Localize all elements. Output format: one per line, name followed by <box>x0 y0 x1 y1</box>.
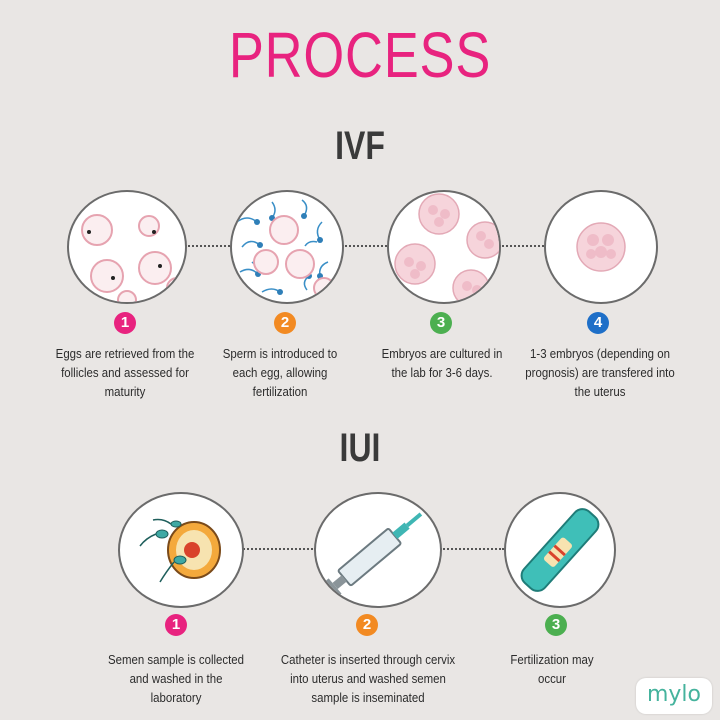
ivf-step-3-badge: 3 <box>430 312 452 334</box>
pregnancy-test-image <box>504 492 616 608</box>
iui-step-3-badge: 3 <box>545 614 567 636</box>
eggs-retrieved-image <box>67 190 187 304</box>
semen-sample-image <box>118 492 244 608</box>
ivf-step-1-text: Eggs are retrieved from the follicles an… <box>55 346 195 399</box>
step-number: 4 <box>593 314 603 331</box>
iui-step-2-badge: 2 <box>356 614 378 636</box>
connector-dots <box>440 548 504 550</box>
catheter-image <box>314 492 442 608</box>
step-number: 3 <box>551 616 561 633</box>
ivf-step-3-text: Embryos are cultured in the lab for 3-6 … <box>381 346 503 380</box>
step-number: 1 <box>120 314 130 331</box>
iui-step-3-text: Fertilization may occur <box>510 652 594 686</box>
step-number: 2 <box>280 314 290 331</box>
embryo-transfer-image <box>544 190 658 304</box>
iui-step-1-badge: 1 <box>165 614 187 636</box>
step-number: 3 <box>436 314 446 331</box>
connector-dots <box>499 245 547 247</box>
connector-dots <box>240 548 316 550</box>
iui-step-2-text: Catheter is inserted through cervix into… <box>280 652 456 705</box>
step-number: 1 <box>171 616 181 633</box>
step-number: 2 <box>362 616 372 633</box>
ivf-step-4-text: 1-3 embryos (depending on prognosis) are… <box>525 346 675 399</box>
embryos-cultured-image <box>387 190 501 304</box>
mylo-logo: mylo <box>636 678 712 714</box>
ivf-step-1-badge: 1 <box>114 312 136 334</box>
ivf-step-2-text: Sperm is introduced to each egg, allowin… <box>222 346 338 399</box>
ivf-step-2-badge: 2 <box>274 312 296 334</box>
iui-step-1-text: Semen sample is collected and washed in … <box>107 652 245 705</box>
ivf-heading: IVF <box>335 124 385 168</box>
ivf-step-4-badge: 4 <box>587 312 609 334</box>
page-title: PROCESS <box>228 19 492 91</box>
connector-dots <box>185 245 233 247</box>
sperm-introduced-image <box>230 190 344 304</box>
iui-heading: IUI <box>339 426 381 470</box>
connector-dots <box>342 245 390 247</box>
